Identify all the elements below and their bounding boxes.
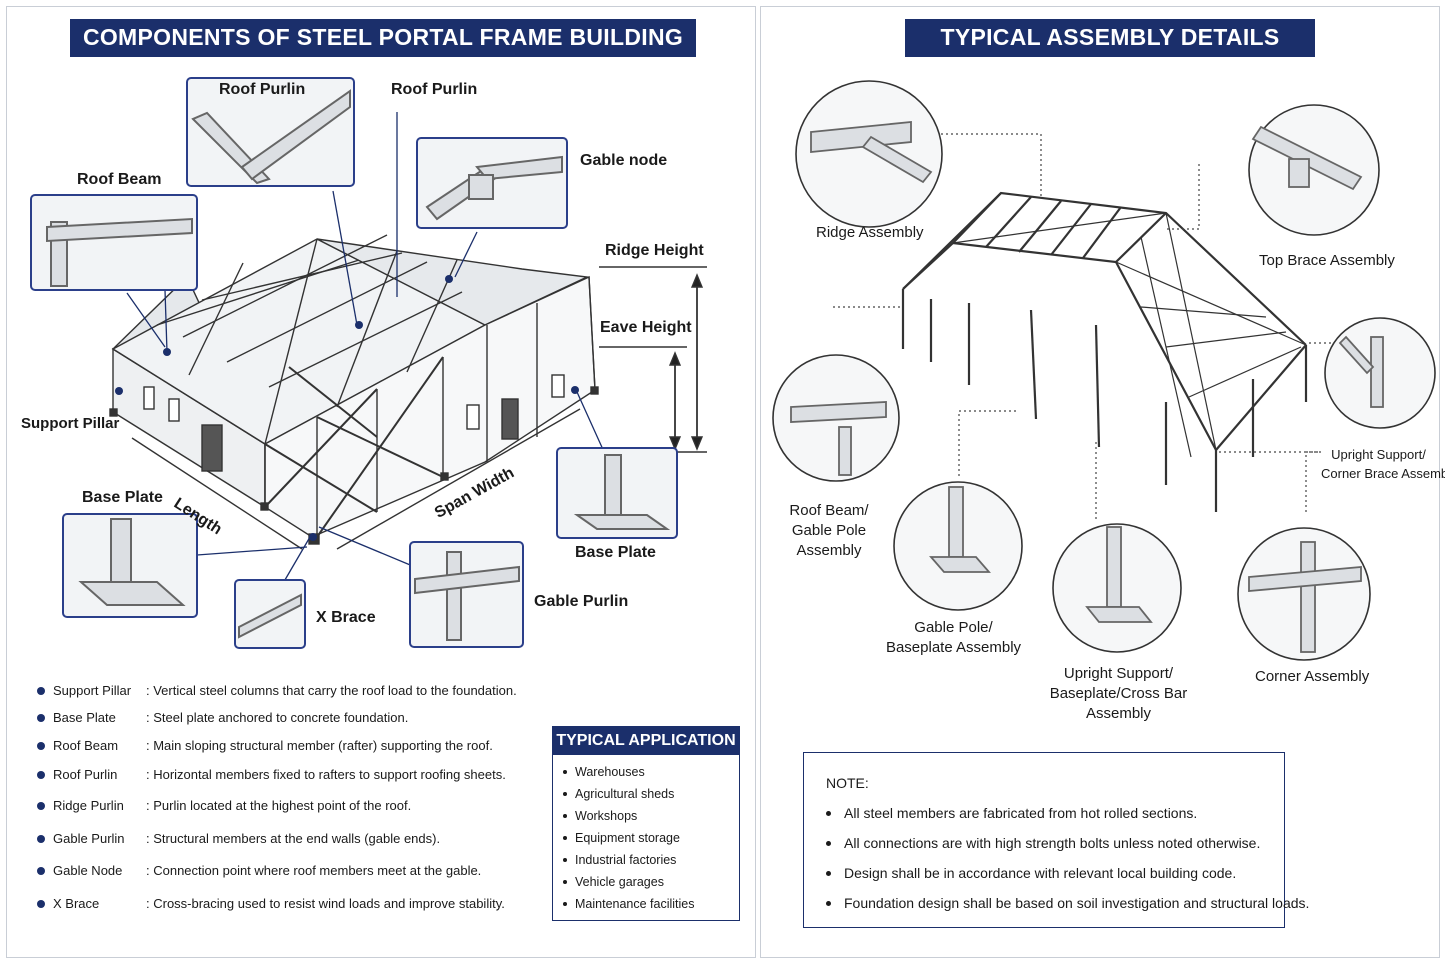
components-panel: COMPONENTS OF STEEL PORTAL FRAME BUILDIN…	[6, 6, 756, 958]
bullet-icon	[37, 867, 45, 875]
list-item: Warehouses	[563, 761, 739, 783]
list-item: Workshops	[563, 805, 739, 827]
label-roof-purlin-detail: Roof Purlin	[219, 81, 306, 98]
label-ridge-height: Ridge Height	[605, 242, 704, 259]
detail-roof-beam	[30, 194, 198, 291]
detail-roof-purlin	[186, 77, 355, 187]
bullet-icon	[826, 841, 831, 846]
label-ridge-assembly: Ridge Assembly	[816, 224, 924, 241]
typical-application-box: TYPICAL APPLICATION Warehouses Agricultu…	[552, 726, 740, 921]
bullet-icon	[37, 687, 45, 695]
bullet-icon	[37, 771, 45, 779]
detail-ridge-assembly	[795, 80, 943, 228]
label-roof-beam-gable-pole: Roof Beam/ Gable Pole Assembly	[789, 502, 869, 559]
note-title: NOTE:	[826, 775, 869, 791]
label-x-brace: X Brace	[316, 609, 376, 626]
note-box: NOTE: All steel members are fabricated f…	[803, 752, 1309, 928]
label-roof-beam: Roof Beam	[77, 171, 162, 188]
list-item: Foundation design shall be based on soil…	[826, 895, 1309, 911]
list-item: Equipment storage	[563, 827, 739, 849]
label-base-plate-left: Base Plate	[82, 489, 163, 506]
roof-right-slope	[316, 238, 590, 326]
label-roof-purlin: Roof Purlin	[391, 81, 478, 98]
front-wall	[264, 275, 596, 538]
label-support-pillar: Support Pillar	[21, 415, 120, 432]
bullet-icon	[37, 802, 45, 810]
list-item: All connections are with high strength b…	[826, 835, 1260, 851]
list-item: All steel members are fabricated from ho…	[826, 805, 1197, 821]
bullet-icon	[37, 900, 45, 908]
label-base-plate-right: Base Plate	[575, 544, 656, 561]
frame-illustration	[772, 80, 1436, 661]
label-corner-assembly: Corner Assembly	[1255, 668, 1370, 685]
bullet-icon	[826, 811, 831, 816]
bullet-icon	[37, 714, 45, 722]
label-upright-corner-brace: Upright Support/ Corner Brace Assembly	[1321, 447, 1445, 481]
building-illustration	[30, 77, 707, 649]
application-list: Warehouses Agricultural sheds Workshops …	[553, 755, 739, 915]
label-upright-baseplate-crossbar: Upright Support/ Baseplate/Cross Bar Ass…	[1049, 665, 1188, 722]
assembly-panel: TYPICAL ASSEMBLY DETAILS	[760, 6, 1445, 958]
list-item: Design shall be in accordance with relev…	[826, 865, 1236, 881]
typical-application-title: TYPICAL APPLICATION	[553, 727, 739, 755]
list-item: Agricultural sheds	[563, 783, 739, 805]
bullet-icon	[826, 901, 831, 906]
assembly-title: TYPICAL ASSEMBLY DETAILS	[905, 19, 1315, 57]
label-top-brace-assembly: Top Brace Assembly	[1259, 252, 1395, 269]
label-eave-height: Eave Height	[600, 319, 692, 336]
label-gable-node: Gable node	[580, 152, 668, 169]
detail-gable-purlin	[409, 541, 524, 648]
list-item: Industrial factories	[563, 849, 739, 871]
list-item: Maintenance facilities	[563, 893, 739, 915]
bullet-icon	[826, 871, 831, 876]
label-gable-purlin: Gable Purlin	[534, 593, 629, 610]
list-item: Vehicle garages	[563, 871, 739, 893]
bullet-icon	[37, 835, 45, 843]
bullet-icon	[37, 742, 45, 750]
components-title: COMPONENTS OF STEEL PORTAL FRAME BUILDIN…	[70, 19, 696, 57]
label-gable-pole-baseplate: Gable Pole/ Baseplate Assembly	[885, 619, 1022, 656]
